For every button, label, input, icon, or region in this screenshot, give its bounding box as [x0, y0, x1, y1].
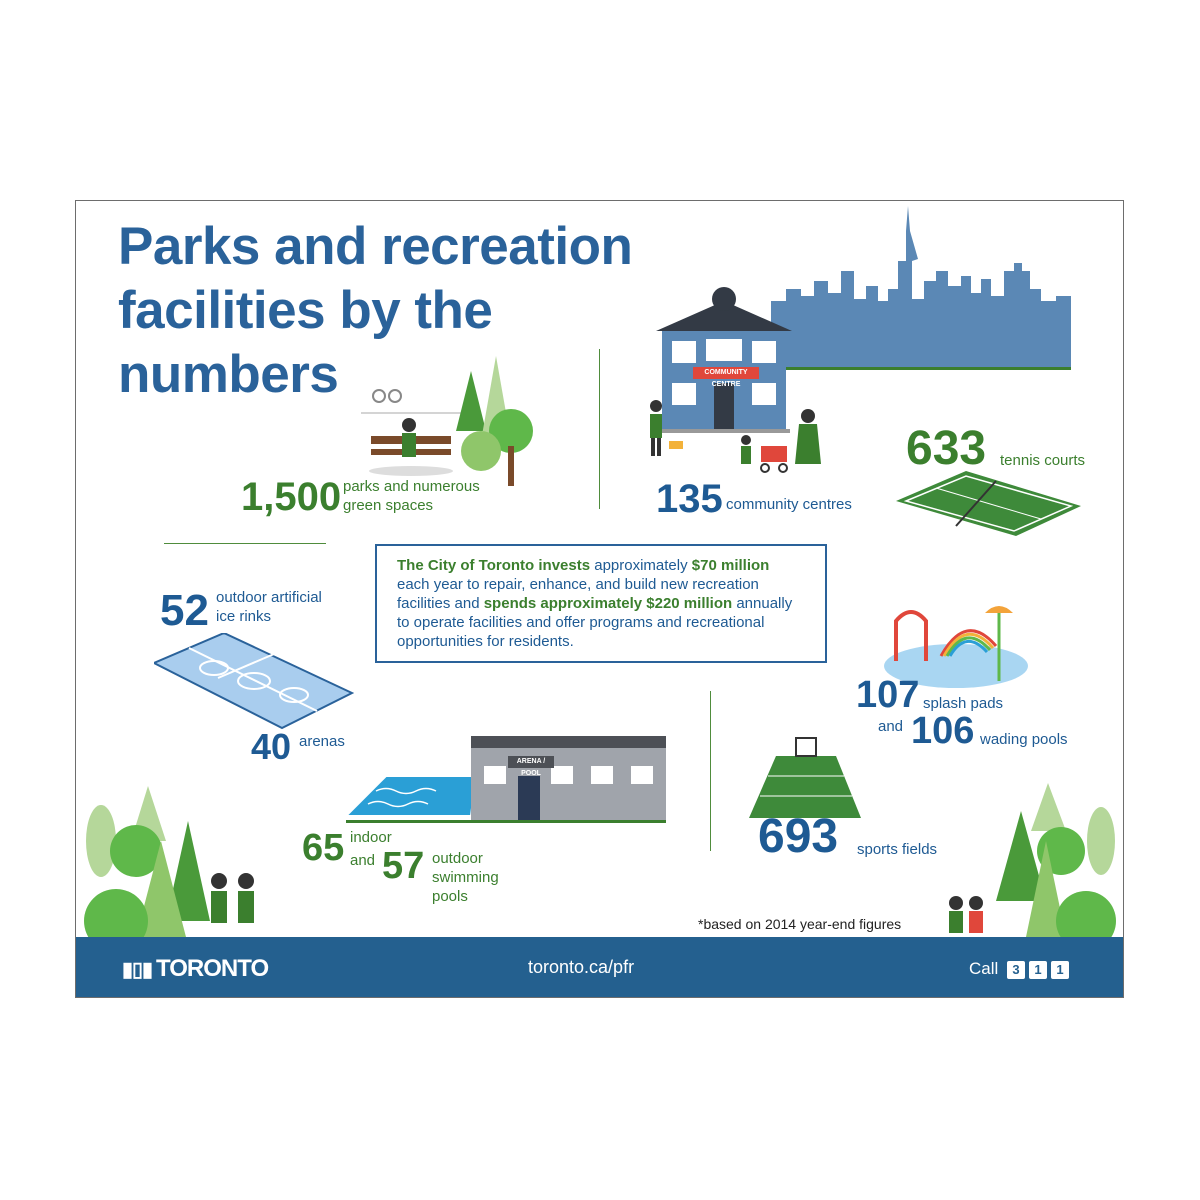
- key-1: 1: [1029, 961, 1048, 979]
- footer-url-link[interactable]: toronto.ca/pfr: [528, 957, 635, 977]
- park-bench-trees-illustration: [361, 356, 533, 486]
- community-centres-label: community centres: [726, 496, 852, 513]
- splash-pads-count: 107: [856, 674, 920, 716]
- tennis-courts-label: tennis courts: [1000, 452, 1086, 469]
- parks-count: 1,500: [241, 475, 342, 519]
- wading-pools-label: wading pools: [980, 731, 1068, 748]
- wading-pools-count: 106: [911, 710, 975, 752]
- toronto-logo[interactable]: ▮▯▮TORONTO: [122, 955, 269, 982]
- tennis-court-illustration: [896, 471, 1081, 536]
- people-illustration: [650, 400, 821, 473]
- splash-pad-illustration: [884, 606, 1028, 688]
- arenas-label: arenas: [299, 733, 345, 750]
- wading-pools-connector: and: [878, 718, 904, 735]
- tennis-courts-count: 633: [906, 422, 987, 475]
- community-centres-count: 135: [656, 477, 723, 521]
- outdoor-pools-connector: and: [350, 852, 376, 869]
- sports-field-illustration: [749, 737, 861, 818]
- divider-vertical-bottom: [710, 691, 711, 851]
- footnote: *based on 2014 year-end figures: [698, 916, 902, 932]
- sports-fields-count: 693: [758, 810, 839, 863]
- arena-pool-sign: ARENA / POOL: [508, 756, 554, 777]
- community-centre-sign: COMMUNITY CENTRE: [693, 367, 759, 388]
- key-1-second: 1: [1051, 961, 1070, 979]
- trees-people-right-illustration: [949, 783, 1116, 937]
- investment-info-box: The City of Toronto invests approximatel…: [375, 544, 827, 663]
- page-title: Parks and recreation facilities by the n…: [118, 217, 633, 404]
- key-3: 3: [1007, 961, 1026, 979]
- divider-vertical-top: [599, 349, 600, 509]
- ice-rink-illustration: [154, 633, 354, 730]
- community-centre-building-illustration: [656, 287, 792, 433]
- indoor-pools-count: 65: [302, 827, 345, 869]
- sports-fields-label: sports fields: [857, 841, 938, 858]
- city-skyline-illustration: [771, 206, 1071, 370]
- arena-pool-building-illustration: [346, 736, 666, 823]
- divider-horizontal-left: [164, 543, 326, 544]
- infographic-card: Parks and recreation facilities by the n…: [75, 200, 1124, 998]
- ice-rinks-count: 52: [160, 586, 209, 635]
- trees-people-left-illustration: [84, 786, 254, 937]
- arenas-count: 40: [251, 726, 292, 767]
- splash-pads-label: splash pads: [923, 695, 1004, 712]
- indoor-pools-label: indoor: [350, 829, 392, 846]
- city-hall-icon: ▮▯▮: [122, 959, 153, 981]
- outdoor-pools-count: 57: [382, 845, 425, 887]
